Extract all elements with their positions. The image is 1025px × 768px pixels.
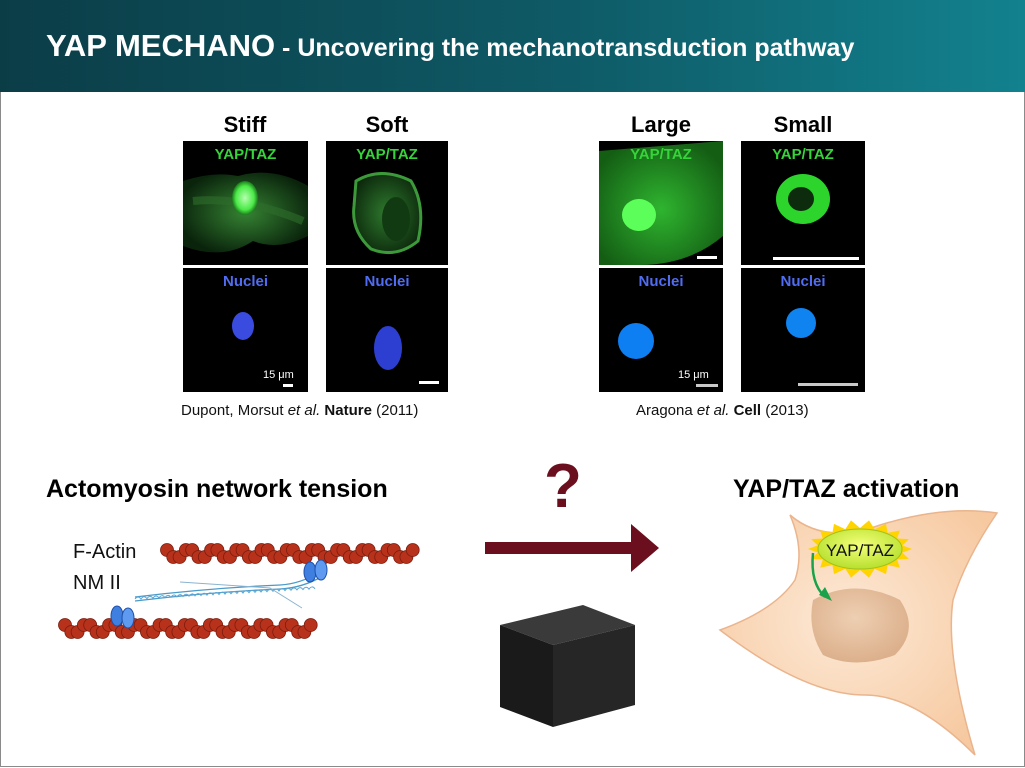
factin-label: F-Actin: [73, 541, 137, 563]
panel-stiff-yaptaz: YAP/TAZ: [183, 141, 308, 265]
yaptaz-label: YAP/TAZ: [356, 146, 418, 163]
large-yaptaz-image: [599, 141, 723, 265]
header-bar: YAP MECHANO - Uncovering the mechanotran…: [0, 0, 1025, 92]
label-large: Large: [631, 112, 691, 137]
actomyosin-title: Actomyosin network tension: [46, 475, 388, 503]
citation-dupont: Dupont, Morsut et al. Nature (2011): [181, 402, 418, 419]
black-box-icon: [500, 605, 635, 727]
cell-icon: YAP/TAZ: [718, 509, 999, 756]
cell-badge-label: YAP/TAZ: [826, 541, 894, 560]
scale-bar: [283, 384, 293, 387]
panel-large-yaptaz: YAP/TAZ: [599, 141, 723, 265]
question-mark: ?: [544, 452, 582, 521]
scale-bar: [419, 381, 439, 384]
nuclei-label: Nuclei: [364, 273, 410, 290]
panel-soft-nuclei: Nuclei: [326, 268, 448, 392]
soft-yaptaz-image: [352, 172, 423, 255]
pathway-arrow-icon: [485, 524, 659, 572]
large-nuclei-image: [618, 323, 654, 359]
scale-text: 15 μm: [263, 369, 294, 381]
stiff-nuclei-image: [232, 312, 254, 340]
yaptaz-label: YAP/TAZ: [214, 146, 277, 163]
nuclei-label: Nuclei: [780, 273, 826, 290]
label-small: Small: [773, 112, 833, 137]
scale-text: 15 μm: [678, 369, 709, 381]
panel-stiff-nuclei: Nuclei 15 μm: [183, 268, 308, 392]
myosin-motor-icon: [110, 605, 135, 629]
myosin-minifilament-icon: [134, 571, 324, 609]
nuclei-label: Nuclei: [638, 273, 684, 290]
citation-aragona: Aragona et al. Cell (2013): [636, 402, 809, 419]
label-stiff: Stiff: [223, 112, 267, 137]
citation-year: (2011): [376, 402, 419, 419]
title-main: YAP MECHANO: [46, 28, 276, 63]
panel-large-nuclei: Nuclei 15 μm: [599, 268, 723, 392]
citation-year: (2013): [765, 402, 809, 419]
yaptaz-activation-title: YAP/TAZ activation: [733, 475, 960, 503]
myosin-motor-icon: [303, 559, 328, 583]
citation-journal: Nature: [324, 402, 372, 419]
label-soft: Soft: [365, 112, 409, 137]
nmii-label: NM II: [73, 572, 121, 594]
translocation-arrow-icon: [811, 552, 832, 601]
citation-authors: Aragona: [636, 402, 697, 419]
actin-filament-icon: [58, 618, 318, 639]
small-nuclei-image: [786, 308, 816, 338]
actomyosin-diagram: [58, 543, 420, 639]
scale-bar: [696, 384, 718, 387]
title-subtitle: - Uncovering the mechanotransduction pat…: [275, 34, 855, 62]
yaptaz-label: YAP/TAZ: [630, 146, 692, 163]
citation-etal: et al.: [287, 402, 321, 419]
panel-soft-yaptaz: YAP/TAZ: [326, 141, 448, 265]
scale-bar: [798, 383, 858, 386]
small-yaptaz-image: [773, 174, 859, 260]
citation-journal: Cell: [733, 402, 762, 419]
soft-nuclei-image: [374, 326, 402, 370]
panel-small-yaptaz: YAP/TAZ: [741, 141, 865, 265]
actin-filament-icon: [160, 543, 420, 564]
citation-authors: Dupont, Morsut: [181, 402, 288, 419]
citation-etal: et al.: [696, 402, 730, 419]
page-title: YAP MECHANO - Uncovering the mechanotran…: [46, 27, 854, 64]
panel-small-nuclei: Nuclei: [741, 268, 865, 392]
stiff-yaptaz-image: [183, 172, 308, 253]
yaptaz-label: YAP/TAZ: [772, 146, 834, 163]
nuclei-label: Nuclei: [222, 273, 268, 290]
